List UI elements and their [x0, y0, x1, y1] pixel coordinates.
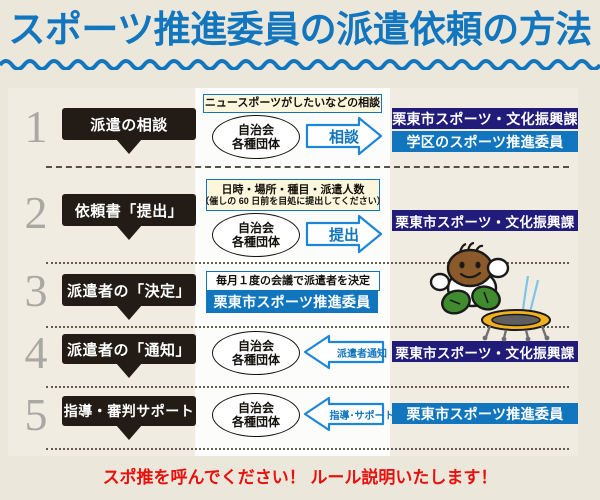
dept-bar-text-4a: 栗東市スポーツ・文化振興課 [395, 345, 575, 361]
dept-bar-text-5a: 栗東市スポーツ推進委員 [406, 405, 564, 422]
row-divider-5 [46, 448, 569, 450]
dept-bar-4a: 栗東市スポーツ・文化振興課 [392, 341, 578, 362]
speech-tail-icon-2 [116, 225, 142, 240]
org-oval-line1-4: 自治会 [237, 338, 274, 353]
step-label-text-5: 指導・審判サポート [63, 403, 195, 419]
org-oval-4: 自治会 各種団体 [212, 331, 300, 375]
step-note-line1-1: ニュースポーツがしたいなどの相談 [204, 97, 381, 110]
step-label-text-1: 派遣の相談 [90, 116, 168, 134]
step-number-2: 2 [24, 187, 48, 238]
step-number-4: 4 [24, 327, 48, 378]
step-label-4: 派遣者の「通知」 [62, 334, 196, 378]
dept-bar-text-1b: 学区のスポーツ推進委員 [406, 133, 564, 150]
step-label-5: 指導・審判サポート [62, 396, 196, 440]
flow-arrow-label-5: 指導･サポート [329, 410, 395, 422]
org-oval-line1-5: 自治会 [237, 400, 274, 415]
flow-arrow-label-1: 相談 [328, 128, 359, 146]
row-divider-3 [46, 326, 569, 328]
flow-arrow-label-2: 提出 [328, 226, 359, 244]
org-oval-line2-1: 各種団体 [231, 137, 280, 151]
org-oval-1: 自治会 各種団体 [212, 115, 300, 159]
step-number-1: 1 [24, 101, 48, 152]
step-note-line2-2: （催しの 60 日前を目処に提出してください） [200, 196, 386, 207]
step-label-text-2: 依頼書「提出」 [74, 202, 184, 220]
row-divider-2 [46, 262, 569, 264]
speech-tail-icon-1 [116, 139, 142, 154]
speech-tail-icon-4 [116, 363, 142, 378]
speech-tail-icon-3 [116, 305, 142, 320]
step-note-line1-3: 毎月１度の会議で派遣者を決定 [216, 274, 370, 287]
page-title: スポーツ推進委員の派遣依頼の方法 [8, 9, 592, 50]
step-label-3: 派遣者の「決定」 [62, 274, 196, 320]
flow-arrow-left-4: 派遣者通知 [303, 334, 387, 370]
org-oval-line1-1: 自治会 [237, 122, 274, 137]
step-label-text-3: 派遣者の「決定」 [66, 282, 191, 300]
step-note-2: 日時・場所・種目・派遣人数 （催しの 60 日前を目処に提出してください） [200, 179, 386, 211]
org-oval-line2-4: 各種団体 [231, 353, 280, 367]
dept-bar-1a: 栗東市スポーツ・文化振興課 [392, 108, 578, 129]
dept-bar-3a: 栗東市スポーツ推進委員 [206, 291, 378, 313]
step-note-3: 毎月１度の会議で派遣者を決定 [206, 271, 380, 291]
footer-text: スポ推を呼んでください！ ルール説明いたします！ [102, 467, 498, 487]
step-note-line1-2: 日時・場所・種目・派遣人数 [221, 183, 365, 196]
wavy-underline-icon [0, 59, 600, 70]
dept-bar-5a: 栗東市スポーツ推進委員 [392, 403, 578, 424]
dept-bar-text-1a: 栗東市スポーツ・文化振興課 [392, 110, 578, 127]
org-oval-line2-2: 各種団体 [231, 235, 280, 249]
dept-bar-text-3a: 栗東市スポーツ推進委員 [213, 294, 371, 310]
org-oval-2: 自治会 各種団体 [212, 213, 300, 257]
flow-arrow-right-2: 提出 [305, 214, 383, 254]
title-area: スポーツ推進委員の派遣依頼の方法 [0, 4, 600, 56]
org-oval-line1-2: 自治会 [237, 220, 274, 235]
flow-arrow-left-5: 指導･サポート [303, 396, 395, 432]
dept-bar-1b: 学区のスポーツ推進委員 [392, 131, 578, 152]
step-number-3: 3 [24, 265, 48, 316]
speech-tail-icon-5 [116, 425, 142, 440]
step-label-2: 依頼書「提出」 [62, 194, 196, 240]
flow-arrow-label-4: 派遣者通知 [337, 348, 387, 360]
dept-bar-text-2a: 栗東市スポーツ・文化振興課 [395, 214, 575, 230]
org-oval-5: 自治会 各種団体 [212, 393, 300, 437]
footer-callout: スポ推を呼んでください！ ルール説明いたします！ [0, 458, 600, 492]
bouncing-mascot-icon [429, 242, 551, 342]
row-divider-4 [46, 386, 569, 388]
dept-bar-2a: 栗東市スポーツ・文化振興課 [392, 210, 578, 231]
org-oval-line2-5: 各種団体 [231, 415, 280, 429]
step-note-1: ニュースポーツがしたいなどの相談 [203, 94, 382, 113]
step-label-text-4: 派遣者の「通知」 [66, 341, 191, 359]
step-label-1: 派遣の相談 [62, 108, 196, 154]
row-divider-1 [46, 166, 569, 168]
step-number-5: 5 [24, 389, 48, 440]
flow-arrow-right-1: 相談 [305, 116, 383, 156]
